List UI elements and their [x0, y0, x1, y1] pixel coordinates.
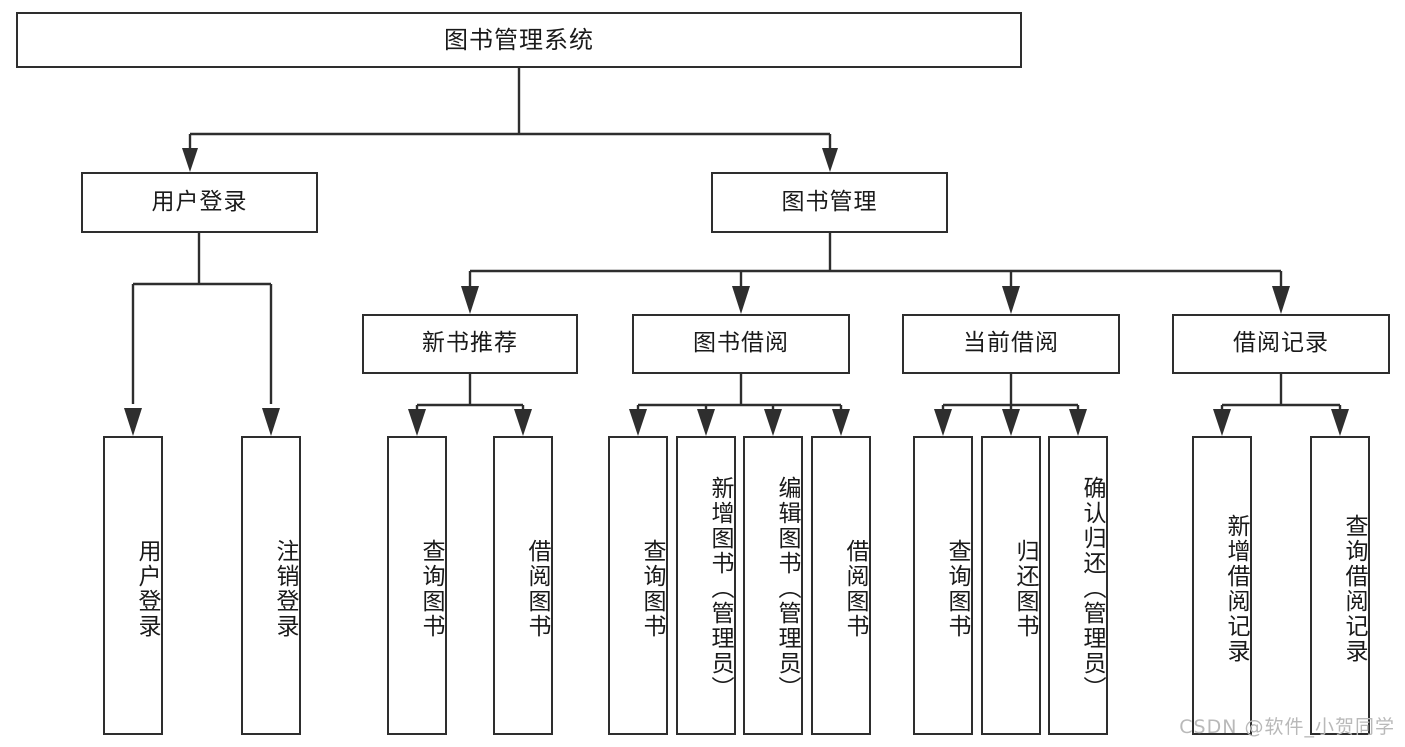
arrowhead-leaf-borrow-record-1: [1213, 409, 1231, 436]
arrowhead-new-book: [461, 286, 479, 314]
leaf-new-book-query-label: 查询图书: [418, 538, 444, 639]
node-book-borrow-label: 图书借阅: [693, 330, 789, 357]
node-new-book-recommend[interactable]: 新书推荐: [362, 314, 578, 374]
node-current-borrow[interactable]: 当前借阅: [902, 314, 1120, 374]
leaf-book-borrow-borrow-label: 借阅图书: [842, 538, 868, 639]
node-user-login-label: 用户登录: [151, 188, 248, 215]
leaf-user-login-logout[interactable]: 注销登录: [241, 436, 301, 735]
arrowhead-leaf-book-borrow-3: [764, 409, 782, 436]
arrowhead-current-borrow: [1002, 286, 1020, 314]
arrowhead-leaf-current-borrow-2: [1002, 409, 1020, 436]
leaf-current-borrow-query-label: 查询图书: [944, 538, 970, 639]
arrowhead-leaf-current-borrow-1: [934, 409, 952, 436]
leaf-user-login-login[interactable]: 用户登录: [103, 436, 163, 735]
leaf-current-borrow-confirm-label: 确认归还（管理员）: [1079, 476, 1105, 701]
leaf-current-borrow-return-label: 归还图书: [1012, 538, 1038, 639]
leaf-current-borrow-confirm[interactable]: 确认归还（管理员）: [1048, 436, 1108, 735]
arrowhead-book-manage: [822, 148, 838, 172]
leaf-book-borrow-query-label: 查询图书: [639, 538, 665, 639]
node-borrow-record[interactable]: 借阅记录: [1172, 314, 1390, 374]
arrowhead-book-borrow: [732, 286, 750, 314]
leaf-book-borrow-edit[interactable]: 编辑图书（管理员）: [743, 436, 803, 735]
node-book-manage-label: 图书管理: [781, 188, 878, 215]
leaf-borrow-record-query-label: 查询借阅记录: [1341, 513, 1367, 664]
arrowhead-leaf-book-borrow-2: [697, 409, 715, 436]
leaf-user-login-logout-label: 注销登录: [272, 538, 298, 639]
node-book-manage[interactable]: 图书管理: [711, 172, 948, 233]
arrowhead-leaf-book-borrow-4: [832, 409, 850, 436]
leaf-new-book-borrow-label: 借阅图书: [524, 538, 550, 639]
leaf-book-borrow-query[interactable]: 查询图书: [608, 436, 668, 735]
leaf-book-borrow-add-label: 新增图书（管理员）: [707, 476, 733, 701]
arrowhead-borrow-record: [1272, 286, 1290, 314]
leaf-user-login-login-label: 用户登录: [134, 538, 160, 639]
arrowhead-leaf-current-borrow-3: [1069, 409, 1087, 436]
arrowhead-leaf-new-book-2: [514, 409, 532, 436]
arrowhead-user-login: [182, 148, 198, 172]
leaf-book-borrow-add[interactable]: 新增图书（管理员）: [676, 436, 736, 735]
leaf-borrow-record-add-label: 新增借阅记录: [1223, 513, 1249, 664]
node-root[interactable]: 图书管理系统: [16, 12, 1022, 68]
node-book-borrow[interactable]: 图书借阅: [632, 314, 850, 374]
arrowhead-leaf-new-book-1: [408, 409, 426, 436]
leaf-borrow-record-add[interactable]: 新增借阅记录: [1192, 436, 1252, 735]
arrowhead-leaf-user-login-1: [124, 408, 142, 436]
leaf-borrow-record-query[interactable]: 查询借阅记录: [1310, 436, 1370, 735]
leaf-new-book-borrow[interactable]: 借阅图书: [493, 436, 553, 735]
node-root-label: 图书管理系统: [444, 25, 594, 54]
node-current-borrow-label: 当前借阅: [963, 330, 1059, 357]
arrowhead-leaf-user-login-2: [262, 408, 280, 436]
arrowhead-leaf-borrow-record-2: [1331, 409, 1349, 436]
leaf-current-borrow-return[interactable]: 归还图书: [981, 436, 1041, 735]
leaf-book-borrow-borrow[interactable]: 借阅图书: [811, 436, 871, 735]
node-borrow-record-label: 借阅记录: [1233, 330, 1329, 357]
leaf-book-borrow-edit-label: 编辑图书（管理员）: [774, 476, 800, 701]
watermark: CSDN @软件_小贺同学: [1179, 716, 1395, 738]
node-new-book-recommend-label: 新书推荐: [422, 330, 518, 357]
arrowhead-leaf-book-borrow-1: [629, 409, 647, 436]
leaf-current-borrow-query[interactable]: 查询图书: [913, 436, 973, 735]
node-user-login[interactable]: 用户登录: [81, 172, 318, 233]
leaf-new-book-query[interactable]: 查询图书: [387, 436, 447, 735]
